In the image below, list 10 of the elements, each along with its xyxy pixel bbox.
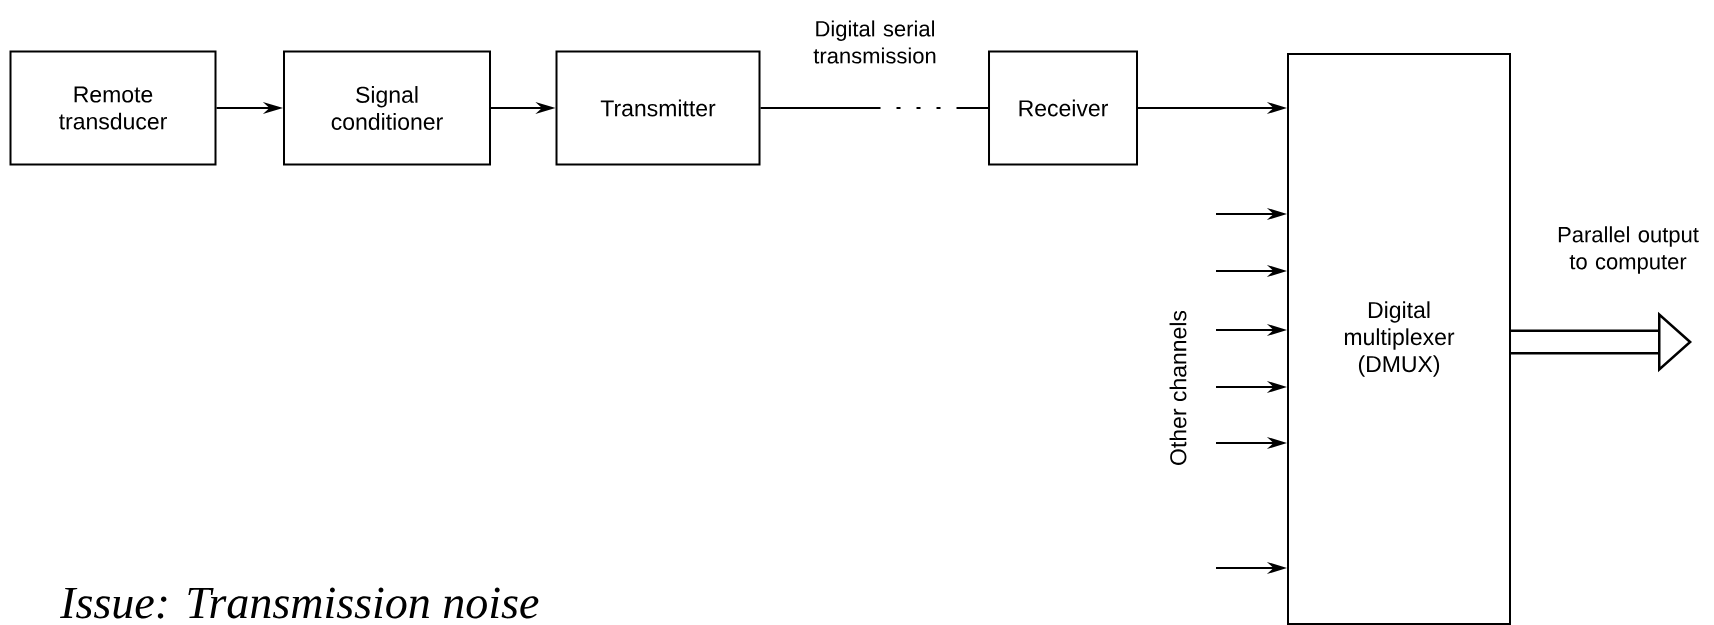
side-label: Other channels — [1169, 310, 1187, 465]
block-box: Receiver — [988, 50, 1138, 166]
note-text: Issue: Transmission noise — [60, 587, 539, 619]
block-box: Signal conditioner — [283, 50, 491, 166]
connector-line — [759, 107, 989, 109]
block-box: Digital multiplexer (DMUX) — [1287, 53, 1511, 625]
block-box: Remote transducer — [9, 50, 217, 166]
edge-label: Parallel output to computer — [1558, 226, 1699, 274]
edge-label: Digital serial transmission — [813, 20, 936, 64]
block-box: Transmitter — [555, 50, 761, 166]
